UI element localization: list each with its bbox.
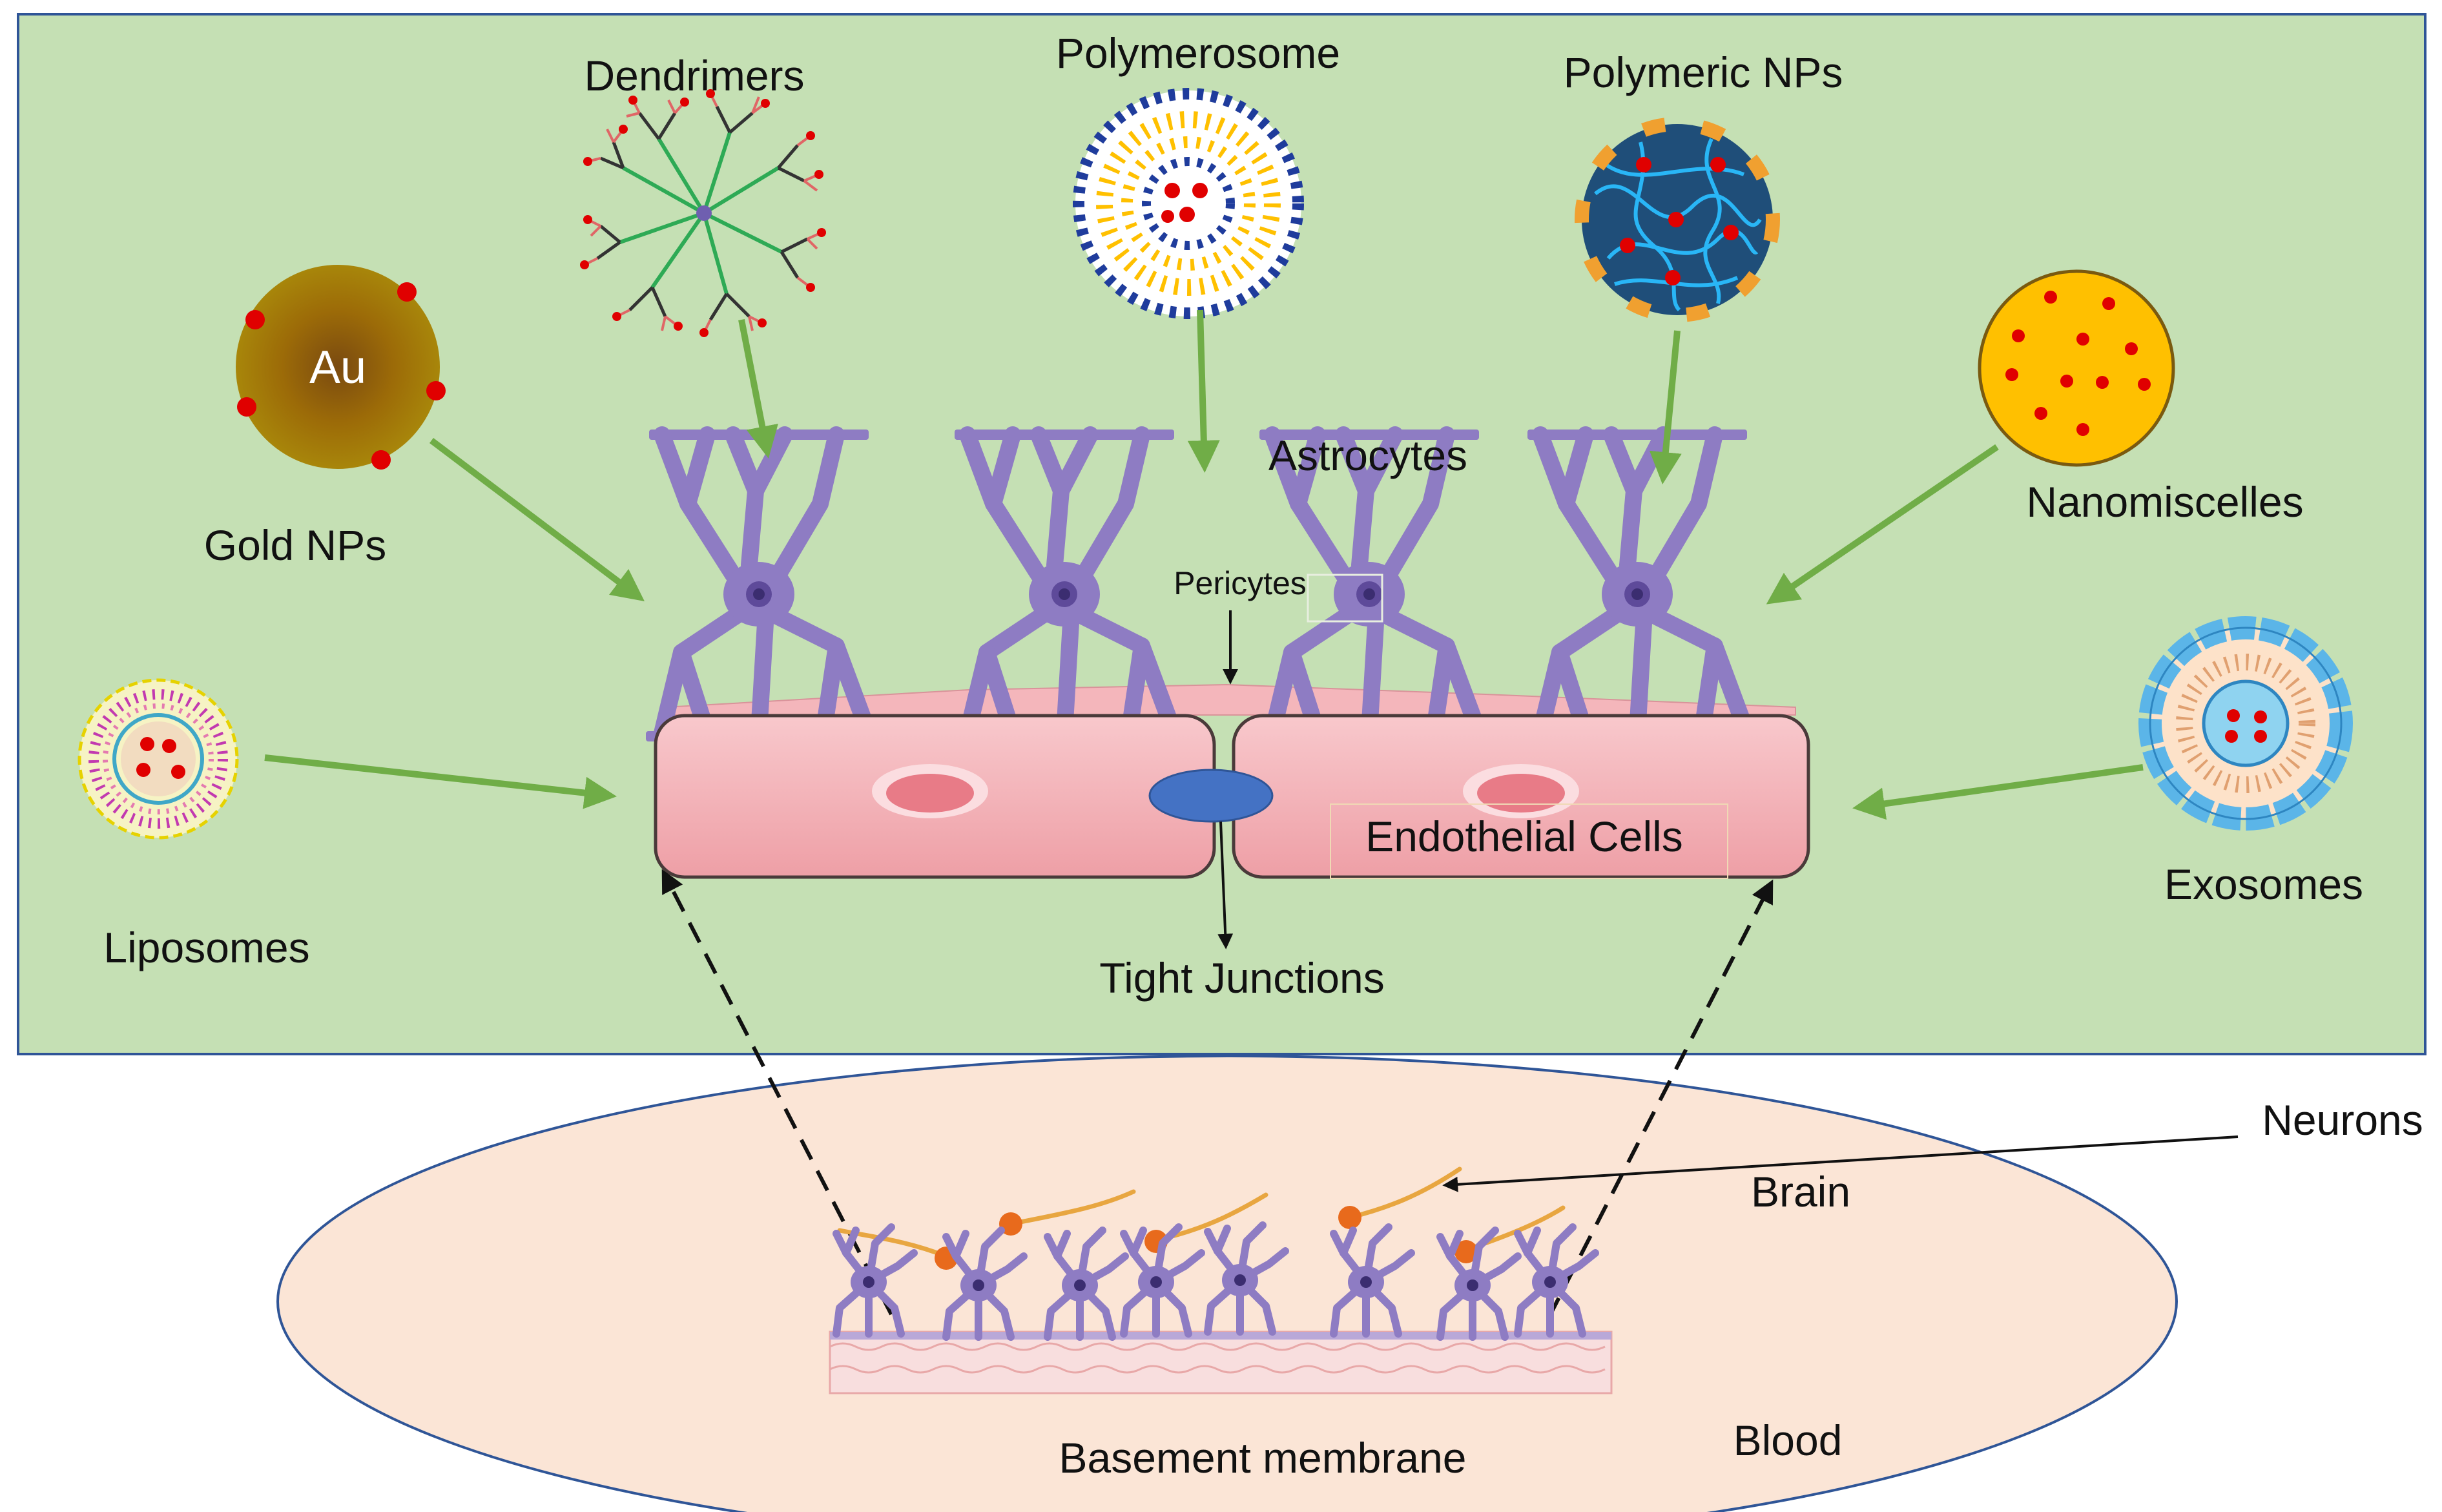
label-blood: Blood xyxy=(1733,1416,1843,1464)
arrow-tight-junctions xyxy=(1217,821,1234,949)
dashed-arrow-right xyxy=(1547,879,1774,1319)
arrow-polymerosome xyxy=(1187,309,1220,473)
arrow-gold-nps xyxy=(429,438,645,602)
nanomicelle xyxy=(1978,269,2175,467)
arrow-polymeric-nps xyxy=(1649,330,1682,484)
arrow-dendrimers xyxy=(738,319,778,459)
polymerosome xyxy=(1073,88,1304,319)
endothelial-cell xyxy=(654,714,1216,879)
liposome xyxy=(78,678,239,840)
label-nanomiscelles: Nanomiscelles xyxy=(2026,478,2303,526)
endothelial-label-box xyxy=(1330,803,1728,879)
label-astrocytes: Astrocytes xyxy=(1268,431,1467,479)
arrow-liposomes xyxy=(264,754,617,809)
label-brain: Brain xyxy=(1751,1168,1850,1216)
gold-nanoparticle xyxy=(236,265,446,470)
basement-membrane xyxy=(829,1331,1613,1394)
label-dendrimers: Dendrimers xyxy=(584,52,804,99)
label-polymerosome: Polymerosome xyxy=(1056,29,1340,77)
arrow-exosomes xyxy=(1852,764,2144,820)
label-basement-membrane: Basement membrane xyxy=(1059,1434,1467,1482)
arrow-nanomiscelles xyxy=(1766,444,1999,605)
label-gold-nps: Gold NPs xyxy=(204,521,386,569)
label-gold-symbol: Au xyxy=(309,342,366,393)
label-tight-junctions: Tight Junctions xyxy=(1099,954,1384,1002)
pericyte-marker xyxy=(1307,574,1383,623)
label-pericytes: Pericytes xyxy=(1174,565,1307,601)
arrow-neurons xyxy=(1442,1135,2239,1192)
label-polymeric-nps: Polymeric NPs xyxy=(1564,48,1843,96)
dendrimer xyxy=(580,89,826,337)
exosome xyxy=(2138,616,2353,831)
label-endothelial-cells: Endothelial Cells xyxy=(1365,813,1683,860)
tight-junction xyxy=(1148,769,1274,823)
label-neurons: Neurons xyxy=(2262,1096,2423,1144)
label-exosomes: Exosomes xyxy=(2164,860,2363,908)
endothelial-cell xyxy=(1232,714,1810,879)
polymeric-nanoparticle xyxy=(1575,117,1780,322)
neural-tissue xyxy=(836,1166,1595,1337)
label-liposomes: Liposomes xyxy=(103,924,309,971)
